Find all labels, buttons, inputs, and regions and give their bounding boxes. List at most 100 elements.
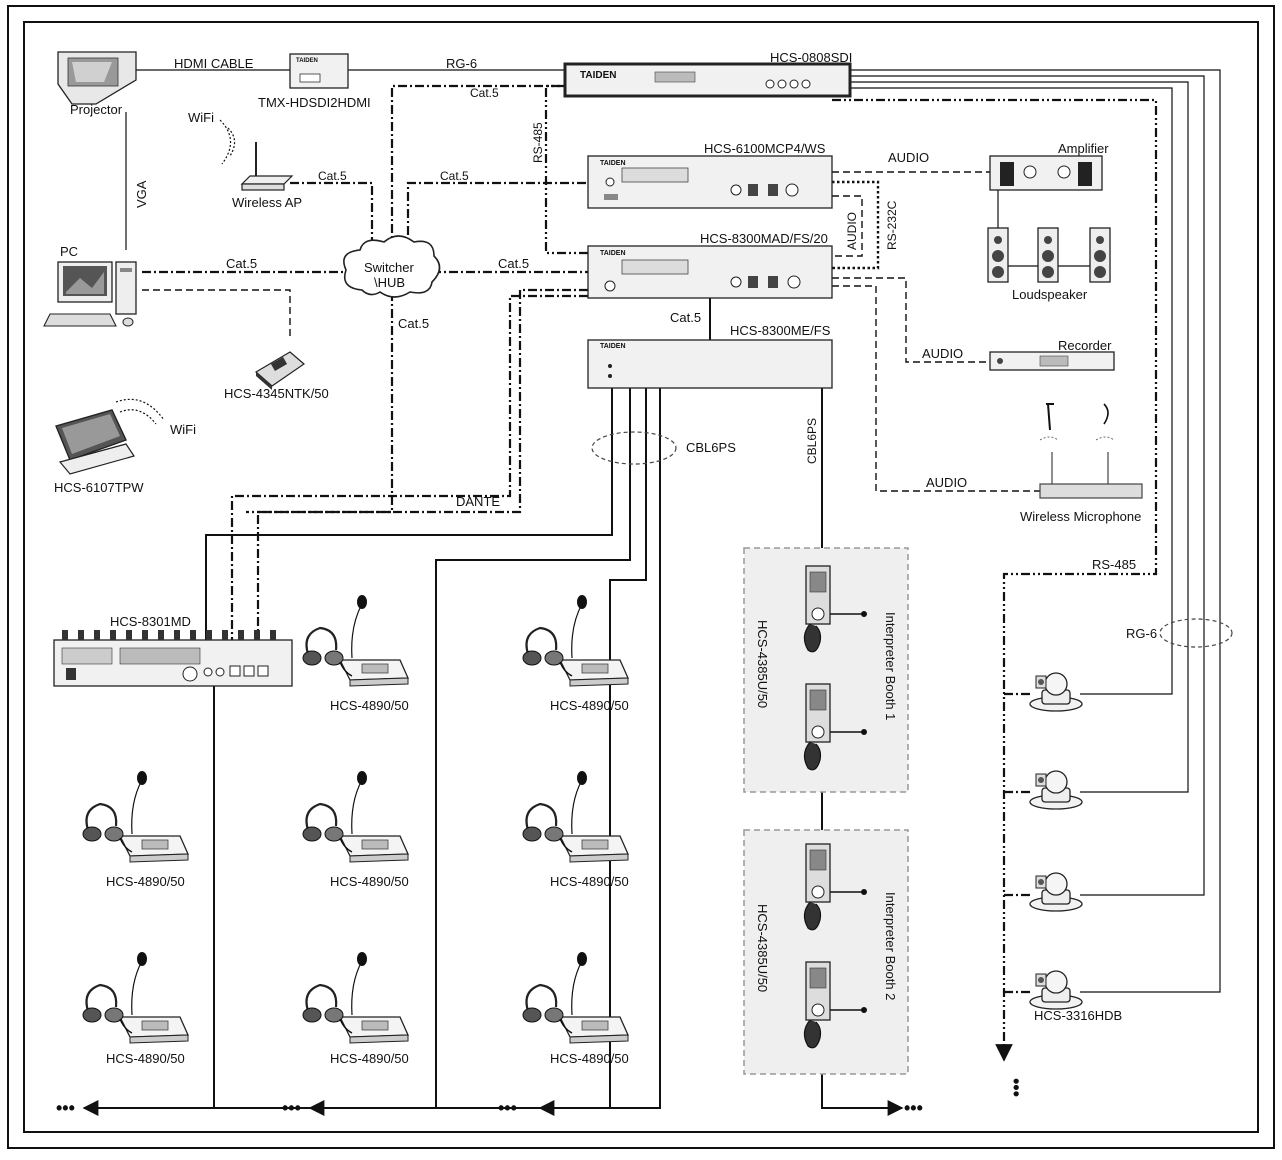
wifi-label-tpw: WiFi <box>170 422 196 437</box>
cat5-label-matrix: Cat.5 <box>470 86 499 100</box>
cat5-label-me: Cat.5 <box>670 310 701 325</box>
tmx-device <box>289 53 349 89</box>
wireless-ap-device <box>240 142 294 191</box>
wifi-waves-ap <box>219 119 236 165</box>
loudspeaker-3 <box>1089 227 1111 283</box>
mcp-device <box>587 155 833 209</box>
mad-label: HCS-8300MAD/FS/20 <box>700 231 828 246</box>
cbl6ps-label-vertical: CBL6PS <box>805 418 819 464</box>
delegate-label-r1c2: HCS-4890/50 <box>330 698 409 713</box>
matrix-device <box>563 62 852 98</box>
delegate-label-r3c2: HCS-4890/50 <box>330 1051 409 1066</box>
audio-label-wireless: AUDIO <box>926 475 967 490</box>
camera-1 <box>1029 672 1083 712</box>
camera-3 <box>1029 872 1083 912</box>
cat5-label-ap: Cat.5 <box>318 169 347 183</box>
switcher-label-line1: Switcher <box>364 260 415 275</box>
wireless-ap-label: Wireless AP <box>232 195 302 210</box>
wireless-mic-label: Wireless Microphone <box>1020 509 1141 524</box>
continuation-dots-4: ••• <box>904 1098 923 1118</box>
delegate-unit-r1c3 <box>521 593 630 688</box>
rg6-bundle-marker <box>1159 618 1233 648</box>
delegate-unit-r3c2 <box>301 950 410 1045</box>
cat5-pc-ntk <box>142 289 291 340</box>
amplifier-label: Amplifier <box>1058 141 1109 156</box>
inner-frame <box>23 21 1259 1133</box>
camera-label: HCS-3316HDB <box>1034 1008 1122 1023</box>
interpreter-unit-label-1: HCS-4385U/50 <box>755 620 770 708</box>
cbl6ps-line-3 <box>308 388 647 1116</box>
rs232c-line <box>832 180 880 270</box>
delegate-label-r3c1: HCS-4890/50 <box>106 1051 185 1066</box>
cbl6ps-line-1 <box>205 388 613 648</box>
md-label: HCS-8301MD <box>110 614 191 629</box>
pc-label: PC <box>60 244 78 259</box>
audio-label-recorder: AUDIO <box>922 346 963 361</box>
tmx-label: TMX-HDSDI2HDMI <box>258 95 371 110</box>
audio-wireless-line <box>832 285 1040 492</box>
audio-label-amplifier: AUDIO <box>888 150 929 165</box>
rs485-matrix-mad <box>544 84 588 255</box>
delegate-unit-r3c1 <box>81 950 190 1045</box>
recorder-label: Recorder <box>1058 338 1112 353</box>
brand-mad: TAIDEN <box>600 250 626 257</box>
cat5-label-mcp: Cat.5 <box>440 169 469 183</box>
loudspeaker-2 <box>1037 227 1059 283</box>
cbl6ps-bundle-marker <box>591 431 677 465</box>
projector-device <box>57 51 137 105</box>
camera-4 <box>1029 970 1083 1010</box>
ntk-device <box>254 351 305 390</box>
pc-device <box>43 261 137 327</box>
continuation-dots-2: ••• <box>282 1098 301 1118</box>
interpreter-unit-label-2: HCS-4385U/50 <box>755 904 770 992</box>
mad-device <box>587 245 833 299</box>
audio-recorder-line <box>832 277 990 363</box>
cat5-label-mad: Cat.5 <box>498 256 529 271</box>
brand-me: TAIDEN <box>600 343 626 350</box>
vga-label: VGA <box>134 180 149 208</box>
delegate-unit-r2c1 <box>81 769 190 864</box>
camera-2 <box>1029 770 1083 810</box>
dante-line-a <box>246 288 588 514</box>
rg6-camera-1 <box>850 87 1173 695</box>
matrix-label: HCS-0808SDI <box>770 50 852 65</box>
delegate-label-r1c3: HCS-4890/50 <box>550 698 629 713</box>
rg6-label-cameras: RG-6 <box>1126 626 1157 641</box>
continuation-dots-3: ••• <box>498 1098 517 1118</box>
brand-matrix: TAIDEN <box>580 70 616 81</box>
audio-label-vertical: AUDIO <box>845 212 859 250</box>
continuation-dots-1: ••• <box>56 1098 75 1118</box>
delegate-label-r2c2: HCS-4890/50 <box>330 874 409 889</box>
projector-label: Projector <box>70 102 123 117</box>
rs485-camera-line <box>832 98 1158 1062</box>
me-label: HCS-8300ME/FS <box>730 323 831 338</box>
rg6-label-top: RG-6 <box>446 56 477 71</box>
recorder-device <box>989 351 1115 371</box>
delegate-unit-r3c3 <box>521 950 630 1045</box>
wifi-waves-tpw <box>115 398 165 425</box>
continuation-dots-5: ••• <box>1006 1078 1026 1097</box>
wifi-label-ap: WiFi <box>188 110 214 125</box>
wireless-microphone-device <box>1039 403 1143 499</box>
delegate-unit-r2c3 <box>521 769 630 864</box>
dante-label: DANTE <box>456 494 500 509</box>
cat5-switch-md <box>256 292 394 640</box>
booth-2-label: Interpreter Booth 2 <box>883 892 898 1000</box>
audio-mcp-mad <box>832 195 863 257</box>
me-device <box>587 339 833 389</box>
outer-frame <box>7 5 1275 1149</box>
dante-line-b <box>230 294 588 640</box>
loudspeaker-group <box>987 227 1111 283</box>
ntk-label: HCS-4345NTK/50 <box>224 386 329 401</box>
rs232c-label: RS-232C <box>885 200 899 250</box>
switcher-hub-cloud <box>343 235 441 298</box>
delegate-label-r2c1: HCS-4890/50 <box>106 874 185 889</box>
md-device <box>53 630 293 687</box>
cat5-switch-mcp <box>406 181 588 252</box>
delegate-label-r3c3: HCS-4890/50 <box>550 1051 629 1066</box>
switcher-label-line2: \HUB <box>374 275 405 290</box>
cat5-switch-matrix <box>390 84 565 250</box>
amplifier-device <box>989 155 1103 191</box>
